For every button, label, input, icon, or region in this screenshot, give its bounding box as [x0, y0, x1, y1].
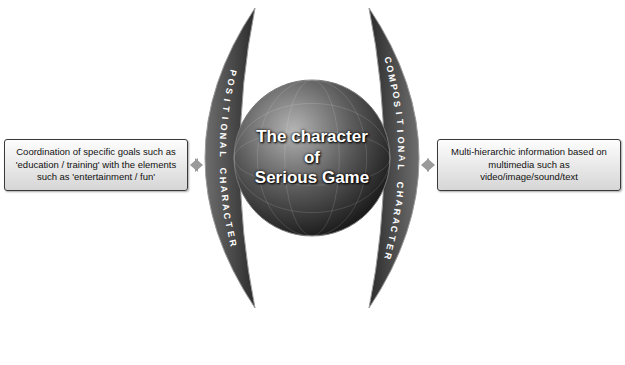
band-letter: L	[396, 162, 406, 172]
band-letter: M	[386, 72, 398, 84]
double-arrow	[427, 162, 429, 168]
band-letter	[396, 171, 407, 182]
band-letter: P	[227, 67, 239, 79]
band-letter: T	[220, 103, 231, 114]
box-text: Multi-hierarchic information based on mu…	[446, 146, 612, 183]
band-letter: A	[220, 202, 231, 213]
band-letter: T	[394, 117, 405, 128]
band-letter: C	[218, 166, 228, 176]
band-letter: E	[225, 228, 237, 240]
box-text: Coordination of specific goals such as '…	[13, 146, 179, 183]
band-letter: R	[227, 237, 239, 249]
title-word: Serious	[255, 168, 317, 187]
band-letter: I	[219, 112, 230, 123]
band-letter: R	[392, 206, 403, 217]
globe-title: The character of Serious Game	[255, 127, 369, 188]
band-letter: C	[388, 224, 400, 236]
band-letter: P	[388, 81, 400, 93]
band-letter: O	[218, 121, 229, 132]
band-letter: A	[390, 215, 402, 227]
crescent-path	[369, 8, 419, 308]
band-letter: A	[218, 139, 228, 149]
band-letter: A	[393, 197, 404, 208]
band-letter: H	[394, 188, 405, 199]
title-word: of	[304, 148, 320, 167]
band-letter: S	[392, 98, 403, 109]
band-letter: A	[397, 153, 407, 163]
band-letter: R	[382, 250, 394, 262]
globe-parallel	[234, 103, 390, 212]
band-letter	[217, 157, 227, 167]
band-letter: I	[395, 126, 406, 137]
band-letter: I	[222, 94, 234, 106]
band-letter: I	[393, 108, 404, 119]
band-letter: O	[225, 76, 237, 88]
globe-circle: The character of Serious Game	[234, 80, 390, 236]
band-letter: L	[217, 148, 227, 158]
band-letter: H	[218, 175, 229, 186]
band-letter: C	[395, 180, 406, 191]
band-letter: O	[396, 135, 407, 146]
band-letter: N	[218, 130, 229, 141]
globe-sphere	[234, 80, 390, 236]
band-letter: A	[218, 184, 229, 195]
text-box: Coordination of specific goals such as '…	[4, 139, 188, 190]
band-letter: C	[222, 210, 234, 222]
band-letter: N	[396, 144, 406, 154]
band-letter: T	[386, 232, 398, 244]
title-word: character	[291, 127, 368, 146]
text-box: Multi-hierarchic information based on mu…	[437, 139, 621, 190]
band-letter: R	[219, 193, 230, 204]
double-arrow	[196, 162, 197, 168]
band-letter: S	[223, 85, 235, 97]
band-letter: T	[223, 219, 235, 231]
title-word: The	[256, 127, 286, 146]
band-letter: O	[390, 90, 402, 102]
title-word: Game	[322, 168, 369, 187]
